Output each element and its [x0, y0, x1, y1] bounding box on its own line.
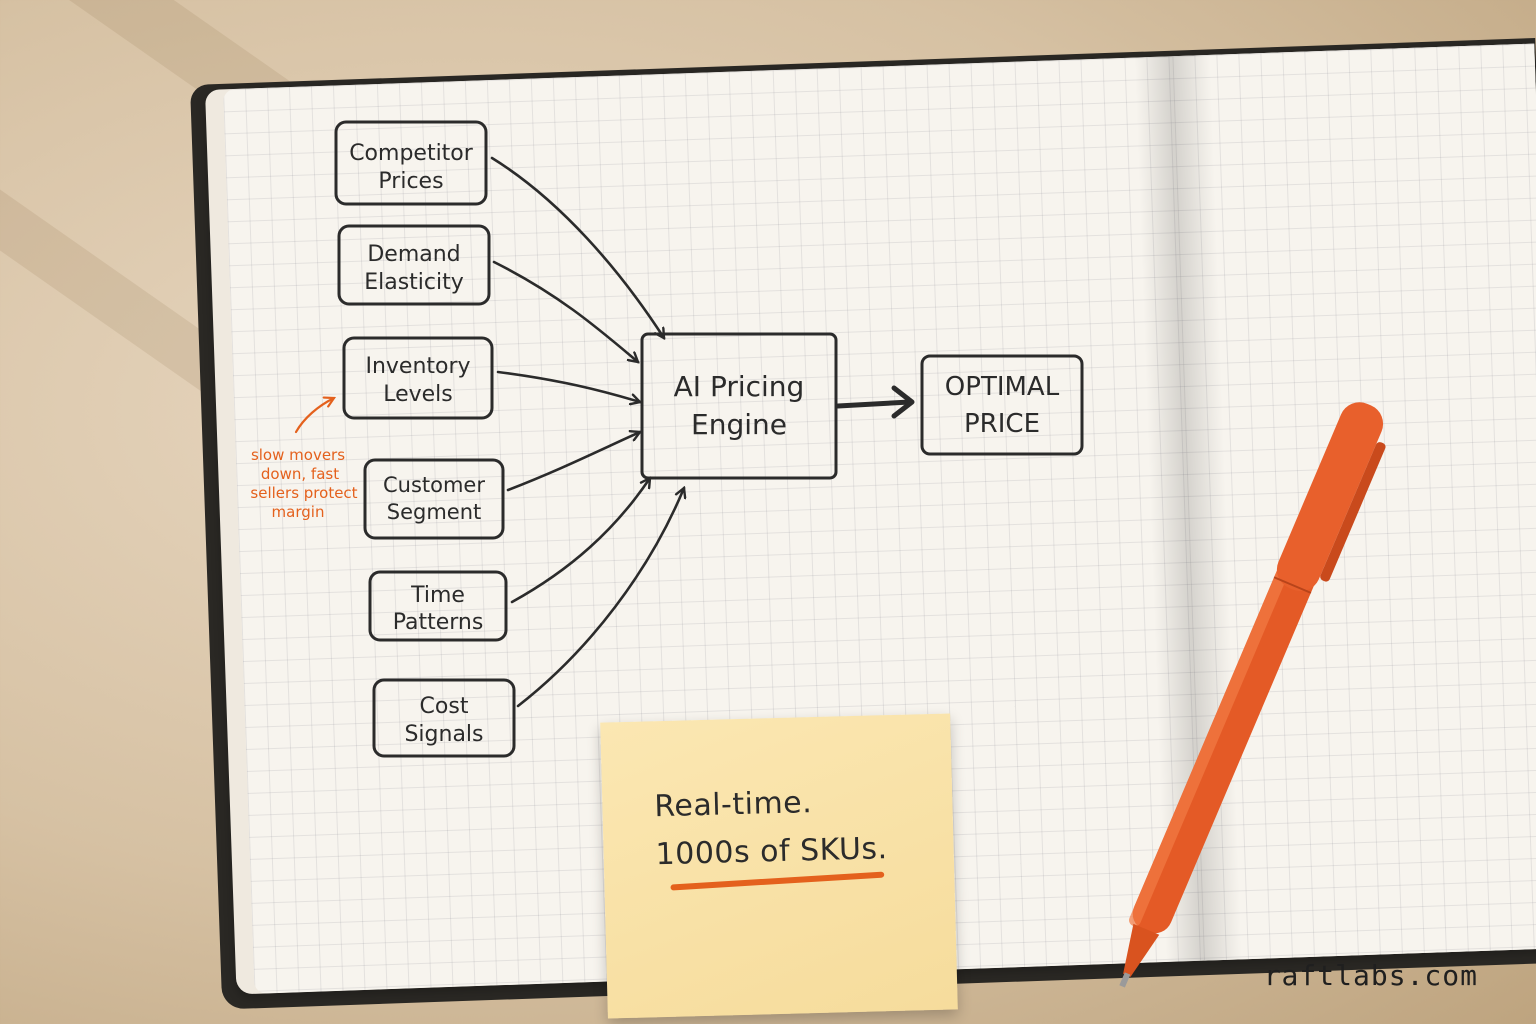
input-box-label: Prices [378, 169, 443, 194]
output-label: PRICE [964, 409, 1040, 439]
annotation-line: slow movers [251, 446, 345, 464]
watermark: raftlabs.com [1263, 959, 1478, 992]
arrow-inventory-to-engine [496, 370, 640, 402]
arrow-cost-to-engine [516, 488, 684, 708]
input-box-label: Signals [404, 722, 483, 747]
input-box-label: Levels [383, 382, 453, 407]
arrow-time-to-engine [510, 478, 650, 604]
margin-annotation: slow movers down, fast sellers protect m… [250, 398, 358, 521]
input-box-time-patterns: Time Patterns [368, 570, 508, 642]
optimal-price-box: OPTIMAL PRICE [920, 354, 1084, 456]
pen-tip-cone [1123, 923, 1160, 977]
input-box-label: Customer [383, 473, 485, 497]
annotation-line: sellers protect [250, 484, 357, 502]
arrow-demand-to-engine [492, 260, 638, 362]
engine-label: Engine [691, 408, 787, 441]
input-box-label: Competitor [349, 141, 474, 166]
input-box-label: Segment [387, 500, 482, 524]
arrow-competitor-to-engine [490, 156, 664, 338]
pen-clip [1320, 442, 1386, 582]
input-box-label: Demand [367, 242, 460, 267]
pen-cap [1276, 402, 1384, 592]
arrow-customer-to-engine [506, 432, 640, 492]
input-box-label: Inventory [365, 354, 470, 379]
input-box-competitor-prices: Competitor Prices [334, 120, 488, 206]
input-box-inventory-levels: Inventory Levels [342, 336, 494, 420]
input-box-customer-segment: Customer Segment [363, 458, 505, 540]
arrow-engine-to-output [835, 399, 913, 409]
annotation-line: down, fast [261, 465, 339, 483]
input-box-demand-elasticity: Demand Elasticity [337, 224, 491, 306]
arrow-head-output [891, 385, 915, 419]
input-box-label: Elasticity [364, 270, 464, 295]
input-box-label: Cost [420, 694, 469, 719]
engine-label: AI Pricing [674, 370, 805, 403]
ai-pricing-engine-box: AI Pricing Engine [640, 332, 838, 480]
output-label: OPTIMAL [945, 372, 1060, 402]
pen-tip [1119, 972, 1131, 988]
input-box-cost-signals: Cost Signals [372, 678, 516, 758]
input-box-label: Time [410, 583, 465, 608]
annotation-line: margin [272, 503, 325, 521]
input-box-label: Patterns [393, 610, 484, 635]
